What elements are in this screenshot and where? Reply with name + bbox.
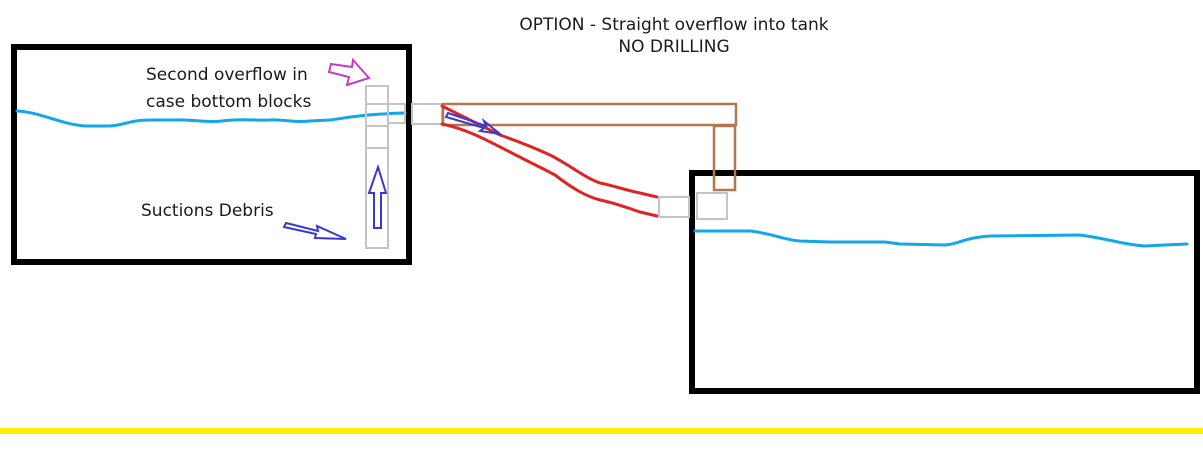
up-arrow: [367, 163, 388, 229]
suctions-debris-label: Suctions Debris: [141, 201, 274, 221]
suction-arrow: [282, 221, 347, 240]
title-line-1: OPTION - Straight overflow into tank: [519, 15, 829, 35]
upper-tank: [11, 44, 412, 265]
second-overflow-label-line-2: case bottom blocks: [146, 92, 312, 112]
lower-fittings: [658, 192, 728, 220]
diagram-title: OPTION - Straight overflow into tank NO …: [0, 14, 1203, 58]
flow-hose: [440, 104, 659, 218]
second-overflow-arrow: [327, 57, 371, 87]
title-line-2: NO DRILLING: [618, 37, 730, 57]
standpipe: [365, 85, 389, 249]
pipe-flow-arrow: [444, 111, 504, 136]
second-overflow-label-line-1: Second overflow in: [146, 65, 308, 85]
second-overflow-label: Second overflow in case bottom blocks: [146, 62, 311, 116]
upper-tank-water-line: [15, 109, 407, 128]
lower-tank: [689, 170, 1200, 394]
overflow-pipe: [441, 102, 738, 192]
lower-tank-water-line: [693, 229, 1189, 248]
